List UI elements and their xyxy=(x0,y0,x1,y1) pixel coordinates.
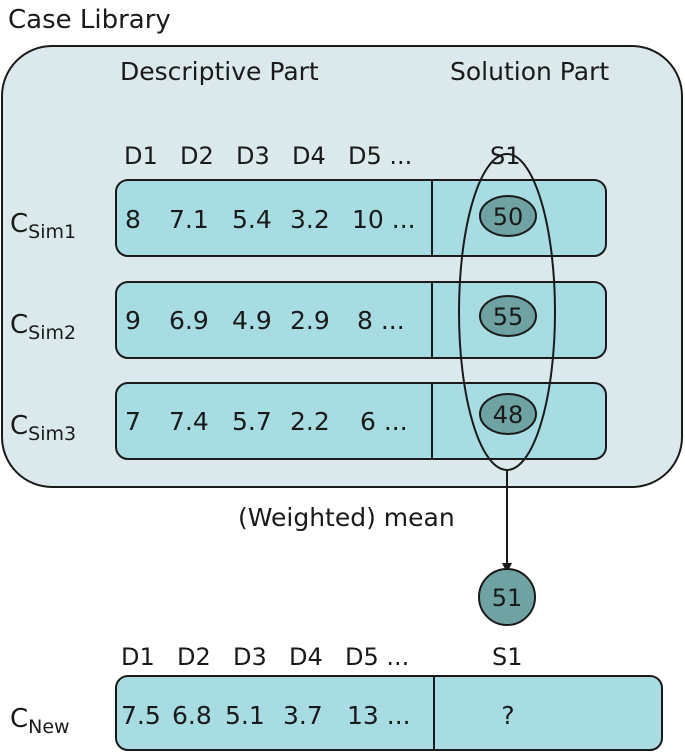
descriptor-value: 8 ... xyxy=(357,306,405,335)
case-library-container xyxy=(1,45,683,488)
library-case-row: CSim2 9 6.9 4.9 2.9 8 ... 55 xyxy=(10,281,607,359)
descriptor-value: 3.7 xyxy=(283,701,323,730)
case-record-box xyxy=(115,382,607,460)
descriptor-value: 2.2 xyxy=(290,407,330,436)
descriptor-value: 13 ... xyxy=(347,701,411,730)
column-header: D2 xyxy=(177,643,211,671)
new-case-record-box xyxy=(115,675,663,751)
column-header: D4 xyxy=(289,643,323,671)
descriptor-value: 6.9 xyxy=(169,306,209,335)
solution-value: 55 xyxy=(493,303,524,331)
descriptor-value: 7.1 xyxy=(169,205,209,234)
descriptor-value: 10 ... xyxy=(352,205,416,234)
column-header: D4 xyxy=(292,142,326,170)
column-header: D3 xyxy=(233,643,267,671)
new-case-row: CNew 7.5 6.8 5.1 3.7 13 ... ? xyxy=(10,675,663,751)
column-header: D1 xyxy=(124,142,158,170)
descriptor-value: 7 xyxy=(125,407,141,436)
descriptor-value: 7.5 xyxy=(121,701,161,730)
case-label: CSim2 xyxy=(10,310,76,344)
solution-value: 50 xyxy=(493,203,524,231)
solution-value: 48 xyxy=(493,401,524,429)
new-case-column-headers: D1 D2 D3 D4 D5 ... S1 xyxy=(121,643,523,671)
column-header: D5 ... xyxy=(345,643,409,671)
descriptor-value: 8 xyxy=(125,205,141,234)
descriptor-value: 9 xyxy=(125,306,141,335)
solution-circle xyxy=(479,195,537,237)
solution-circle xyxy=(479,295,537,337)
new-case-label: CNew xyxy=(10,704,70,738)
column-header: D5 ... xyxy=(348,142,412,170)
library-case-row: CSim1 8 7.1 5.4 3.2 10 ... 50 xyxy=(10,179,607,257)
library-column-headers: D1 D2 D3 D4 D5 ... S1 xyxy=(124,142,521,170)
aggregation-label: (Weighted) mean xyxy=(238,503,455,532)
aggregated-solution-value: 51 xyxy=(492,584,523,612)
descriptor-value: 6 ... xyxy=(360,407,408,436)
column-header: D1 xyxy=(121,643,155,671)
descriptor-value: 5.1 xyxy=(225,701,265,730)
solution-circle xyxy=(479,393,537,435)
descriptor-value: 5.7 xyxy=(232,407,272,436)
library-case-row: CSim3 7 7.4 5.7 2.2 6 ... 48 xyxy=(10,382,607,460)
aggregated-solution-circle xyxy=(478,568,536,626)
descriptor-value: 6.8 xyxy=(172,701,212,730)
case-label: CSim3 xyxy=(10,411,76,445)
descriptor-value: 4.9 xyxy=(232,306,272,335)
solution-column-header: S1 xyxy=(492,643,523,671)
column-header: D3 xyxy=(236,142,270,170)
column-header: D2 xyxy=(180,142,214,170)
case-record-box xyxy=(115,281,607,359)
descriptive-part-label: Descriptive Part xyxy=(120,57,319,86)
case-record-box xyxy=(115,179,607,257)
descriptor-value: 3.2 xyxy=(290,205,330,234)
descriptor-value: 7.4 xyxy=(169,407,209,436)
descriptor-value: 2.9 xyxy=(290,306,330,335)
solution-part-label: Solution Part xyxy=(450,57,609,86)
case-library-title: Case Library xyxy=(8,5,171,35)
unknown-solution: ? xyxy=(501,701,514,730)
descriptor-value: 5.4 xyxy=(232,205,272,234)
case-label: CSim1 xyxy=(10,209,76,243)
